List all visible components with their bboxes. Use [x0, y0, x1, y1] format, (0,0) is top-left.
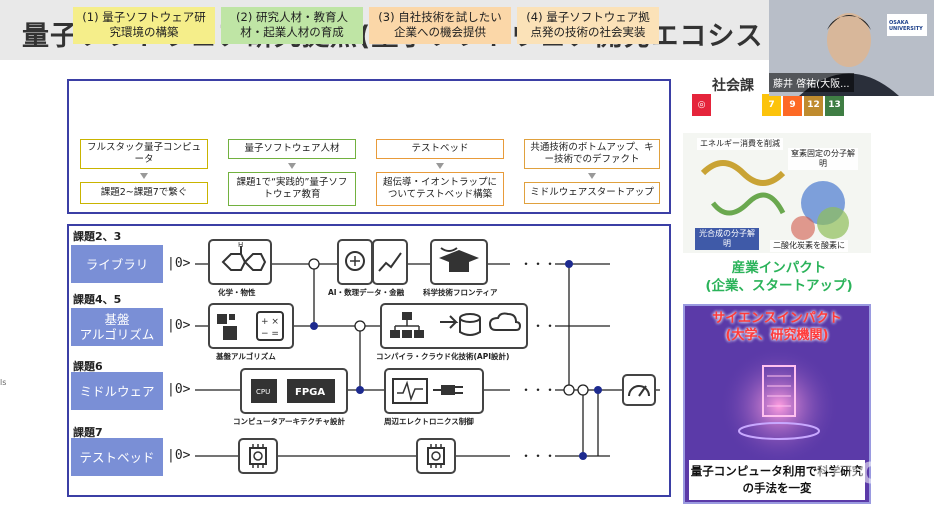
compiler-gate	[380, 303, 528, 349]
quantum-chip-icon	[249, 444, 267, 468]
block-testbed: テストベッド	[71, 438, 163, 476]
caption-chemistry: 化学・物性	[218, 288, 256, 297]
caption-frontier: 科学技術フロンティア	[423, 288, 498, 297]
arrow-down-icon	[436, 163, 444, 169]
sdg-wheel-icon: ◎	[692, 94, 711, 116]
sdg-tile-9: 9	[783, 94, 802, 116]
science-impact-panel: サイエンスインパクト (大学、研究機関) 量子コンピュータ利用で科学研究の手法を…	[683, 304, 871, 504]
pillar-1-item-1: フルスタック量子コンピュータ	[80, 139, 208, 169]
caption-architecture: コンピュータアーキテクチャ設計	[233, 417, 345, 426]
caption-compiler: コンパイラ・クラウド化技術(API設計)	[376, 352, 510, 361]
sdg-tile-12: 12	[804, 94, 823, 116]
svg-text:+ ×: + ×	[261, 317, 279, 327]
caption-algorithm: 基盤アルゴリズム	[216, 352, 276, 361]
chip-icon: CPU FPGA	[251, 379, 335, 403]
science-impact-title: サイエンスインパクト (大学、研究機関)	[712, 311, 842, 343]
svg-text:FPGA: FPGA	[295, 387, 325, 398]
pillar-1-item-2: 課題2~課題7で繋ぐ	[80, 182, 208, 204]
frontier-gate	[430, 239, 488, 285]
bio-label-co2: 二酸化炭素を酸素に	[770, 240, 848, 252]
bio-label-energy: エネルギー消費を削減	[697, 138, 783, 150]
pillar-2-head: (2) 研究人材・教育人材・起業人材の育成	[221, 7, 363, 44]
bottom-strip	[0, 506, 934, 525]
pillar-4-item-1: 共通技術のボトムアップ、キー技術でのデファクト	[524, 139, 660, 169]
compiler-cloud-icon	[390, 312, 522, 338]
testbed-chip-1	[238, 438, 278, 474]
block-middleware: ミドルウェア	[71, 372, 163, 410]
ai-gate	[337, 239, 373, 285]
arrow-down-icon	[588, 173, 596, 179]
testbed-chip-2	[416, 438, 456, 474]
caption-ai: AI・数理データ・金融	[328, 288, 405, 297]
arrow-down-icon	[288, 163, 296, 169]
svg-text:・・・: ・・・	[520, 319, 556, 333]
social-issues-title: 社会課	[712, 78, 754, 94]
ket-zero-1: |0>	[167, 256, 191, 271]
task-label-2: 課題4、5	[73, 293, 122, 306]
participant-name: 藤井 啓祐(大阪...	[769, 73, 854, 92]
algorithm-gate: + × − =	[208, 303, 294, 349]
bio-label-nitrogen: 窒素固定の分子解明	[788, 148, 858, 170]
quantum-chip-icon	[427, 444, 445, 468]
molecule-icon: H	[221, 242, 267, 271]
bio-label-photosynthesis: 光合成の分子解明	[695, 228, 759, 250]
science-impact-foot: 量子コンピュータ利用で科学研究の手法を一変	[689, 460, 865, 500]
zoom-watermark: zoom	[810, 448, 924, 492]
university-badge: OSAKA UNIVERSITY	[889, 20, 923, 32]
pillar-4-head: (4) 量子ソフトウェア拠点発の技術の社会実装	[517, 7, 659, 44]
task-label-3: 課題6	[73, 360, 103, 373]
pillar-1-head: (1) 量子ソフトウェア研究環境の構築	[73, 7, 215, 44]
measurement-icon	[622, 374, 656, 406]
arrow-down-icon	[140, 173, 148, 179]
graduation-cap-icon	[439, 247, 479, 272]
architecture-gate: CPU FPGA	[240, 368, 348, 414]
caption-electronics: 周辺エレクトロニクス制御	[384, 417, 474, 426]
data-gate	[372, 239, 408, 285]
block-algorithm: 基盤 アルゴリズム	[71, 308, 163, 346]
ket-zero-3: |0>	[167, 382, 191, 397]
svg-text:CPU: CPU	[256, 388, 270, 396]
chart-icon	[378, 252, 402, 272]
svg-text:・・・: ・・・	[520, 383, 556, 397]
task-label-4: 課題7	[73, 426, 103, 439]
side-mark: ls	[0, 378, 7, 387]
pillar-3-item-1: テストベッド	[376, 139, 504, 159]
sdg-tile-7: 7	[762, 94, 781, 116]
calculator-icon: + × − =	[217, 311, 284, 341]
ket-zero-2: |0>	[167, 318, 191, 333]
svg-text:− =: − =	[261, 329, 279, 339]
pillar-2-item-1: 量子ソフトウェア人材	[228, 139, 356, 159]
pillar-4-item-2: ミドルウェアスタートアップ	[524, 182, 660, 204]
ket-zero-4: |0>	[167, 448, 191, 463]
electronics-gate	[384, 368, 484, 414]
protein-illustration	[700, 160, 849, 240]
pillar-2-item-2: 課題1で“実践的”量子ソフトウェア教育	[228, 172, 356, 206]
industry-impact: 産業インパクト (企業、スタートアップ)	[705, 260, 853, 294]
sdg-tile-13: 13	[825, 94, 844, 116]
svg-text:H: H	[238, 242, 243, 249]
quantum-computer-illustration	[719, 346, 839, 466]
svg-text:・・・: ・・・	[520, 449, 556, 463]
oscilloscope-icon	[392, 378, 463, 404]
ai-head-icon	[345, 251, 365, 271]
svg-text:・・・: ・・・	[520, 257, 556, 271]
pillar-3-head: (3) 自社技術を試したい企業への機会提供	[369, 7, 511, 44]
pillar-3-item-2: 超伝導・イオントラップについてテストベッド構築	[376, 172, 504, 206]
block-library: ライブラリ	[71, 245, 163, 283]
task-label-1: 課題2、3	[73, 230, 122, 243]
chemistry-gate: H	[208, 239, 272, 285]
